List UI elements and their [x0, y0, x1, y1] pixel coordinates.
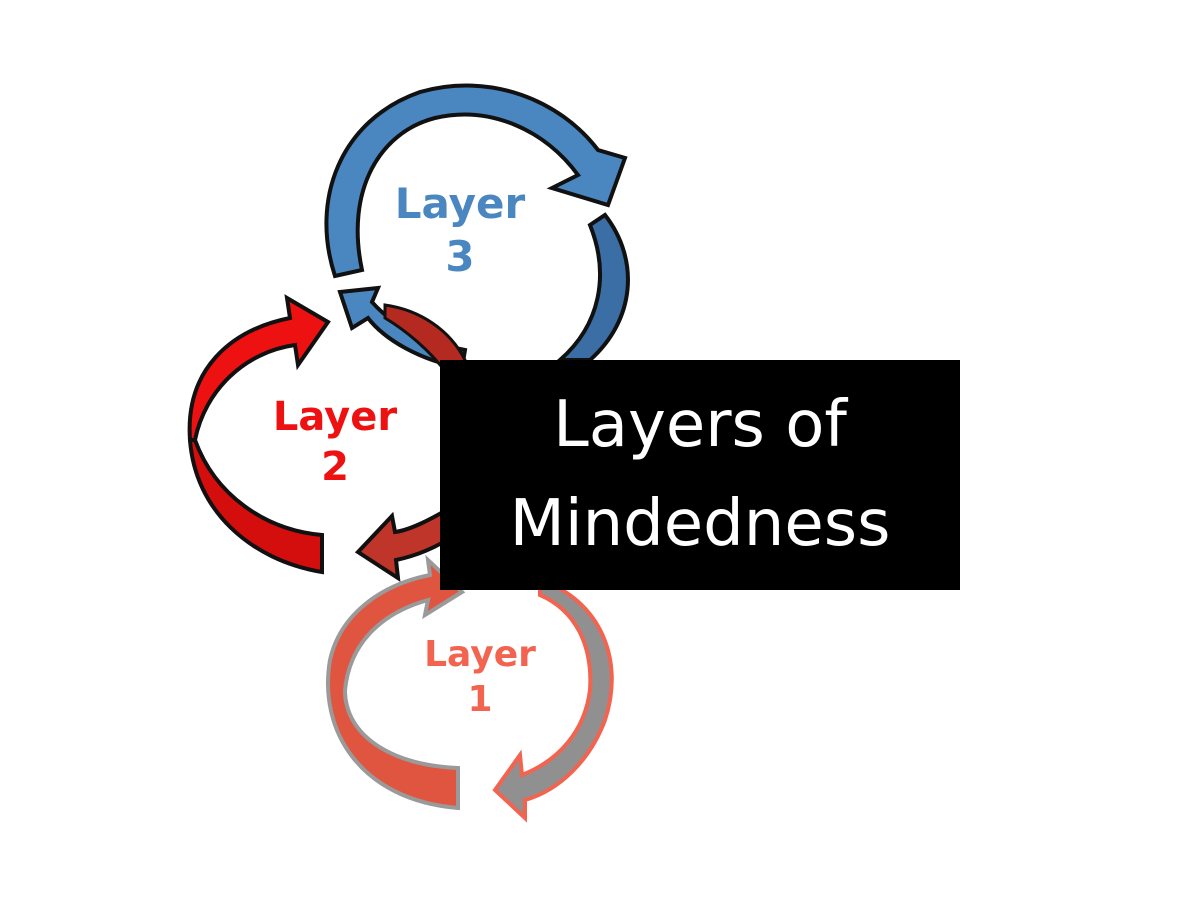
layer-1-arrow-left — [326, 554, 466, 811]
title-line-1: Layers of — [553, 387, 847, 462]
title-box: Layers of Mindedness — [440, 360, 960, 590]
layer-2-arrow-bottom — [187, 438, 324, 575]
layer-3-arrow-top — [324, 83, 628, 279]
title-line-2: Mindedness — [509, 487, 891, 561]
layer-1-label: Layer 1 — [400, 632, 560, 722]
layer-3-arrow-right — [554, 212, 630, 362]
layer-3-cycle — [324, 83, 630, 378]
layer-2-cycle — [187, 294, 457, 582]
layer-2-arrow-top — [187, 294, 331, 442]
layer-1-cycle — [326, 554, 614, 823]
layer-2-label-word: Layer — [272, 394, 398, 440]
layer-1-label-number: 1 — [467, 679, 493, 720]
layer-2-label-number: 2 — [321, 444, 349, 490]
layer-1-arrow-right — [492, 577, 614, 823]
layer-3-label: Layer 3 — [380, 178, 540, 283]
layer-3-label-number: 3 — [445, 231, 475, 281]
layer-3-label-word: Layer — [394, 179, 526, 228]
layer-2-label: Layer 2 — [255, 392, 415, 492]
layer-1-label-word: Layer — [424, 634, 536, 675]
